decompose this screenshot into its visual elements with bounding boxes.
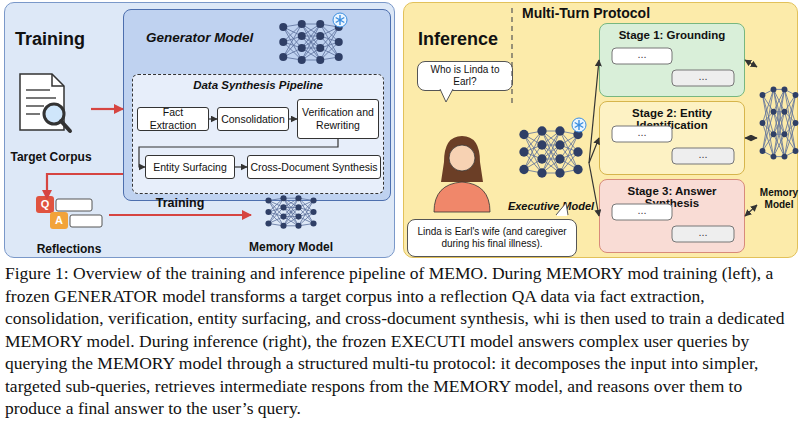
label-text: ... bbox=[612, 48, 672, 64]
inference-panel: InferenceWho is Linda to Earl? Executive … bbox=[403, 2, 798, 258]
node-text: Memory Model bbox=[757, 187, 800, 211]
process-box: Verification and Rewriting bbox=[297, 99, 379, 139]
label-text: ... bbox=[612, 204, 672, 220]
memory-model-icon: Memory Model bbox=[757, 61, 800, 211]
node-text: Stage 2: Entity Identification bbox=[600, 107, 744, 131]
node-text: Fact Extraction bbox=[140, 106, 206, 131]
label-text: ... bbox=[612, 126, 672, 142]
neural-net-icon bbox=[515, 117, 587, 187]
generator-box: Generator ModelData Synthesis PipelineFa… bbox=[123, 9, 391, 201]
edge-label: Training bbox=[130, 196, 230, 211]
node-text: Generator Model bbox=[146, 30, 253, 45]
node-text: Memory Model bbox=[231, 241, 351, 255]
process-box: Cross-Document Synthesis bbox=[247, 155, 381, 179]
speech-bubble: Linda is Earl's wife (and caregiver duri… bbox=[407, 219, 577, 257]
label-text: A bbox=[50, 212, 68, 229]
node-text: Stage 1: Grounding bbox=[600, 29, 744, 41]
node-text: Data Synthesis Pipeline bbox=[133, 79, 383, 91]
corpus-icon: Target Corpus bbox=[11, 69, 91, 165]
node-text: Consolidation bbox=[221, 113, 285, 126]
neural-net-icon bbox=[274, 12, 348, 72]
memory-model-icon: Memory Model bbox=[251, 189, 331, 255]
speech-bubble: Who is Linda to Earl? bbox=[417, 61, 513, 91]
node-text: Target Corpus bbox=[0, 151, 103, 165]
process-box: Fact Extraction bbox=[137, 107, 209, 131]
node-text: Verification and Rewriting bbox=[300, 106, 376, 131]
stage-box: Stage 3: Answer Synthesis bbox=[599, 179, 745, 253]
executive-model-icon: Executive Model bbox=[513, 113, 589, 213]
figure-caption: Figure 1: Overview of the training and i… bbox=[5, 262, 797, 420]
label-text: ... bbox=[672, 148, 734, 164]
node-text: Entity Surfacing bbox=[153, 161, 227, 174]
node-text: Cross-Document Synthesis bbox=[250, 161, 377, 174]
node-text: Stage 3: Answer Synthesis bbox=[600, 185, 744, 209]
process-box: Entity Surfacing bbox=[145, 155, 235, 179]
node-text: Who is Linda to Earl? bbox=[420, 64, 510, 88]
node-text: Inference bbox=[418, 29, 498, 50]
label-text: Multi-Turn Protocol bbox=[522, 4, 672, 22]
neural-net-icon bbox=[757, 67, 800, 179]
node-text: Reflections bbox=[17, 243, 121, 257]
label-text: ... bbox=[672, 70, 734, 86]
node-text: Linda is Earl's wife (and caregiver duri… bbox=[410, 226, 574, 250]
pipeline-box: Data Synthesis PipelineFact Extraction Co… bbox=[132, 74, 384, 194]
node-text: Training bbox=[15, 29, 85, 50]
neural-net-icon bbox=[261, 189, 321, 235]
node-text: Executive Model bbox=[501, 200, 601, 213]
label-text: ... bbox=[672, 226, 734, 242]
stage-box: Stage 1: Grounding bbox=[599, 23, 745, 97]
label-text: Q bbox=[36, 196, 54, 213]
stage-box: Stage 2: Entity Identification bbox=[599, 101, 745, 175]
process-box: Consolidation bbox=[217, 107, 289, 131]
